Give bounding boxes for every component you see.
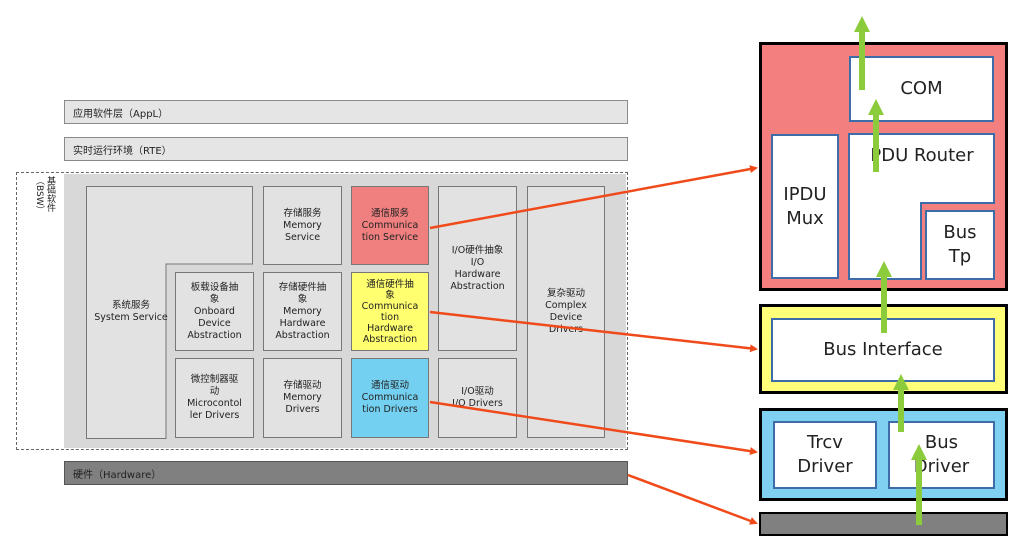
comm-hw-abstraction-cn1: 通信硬件抽 [366, 278, 414, 290]
onboard-abstraction-en3: Abstraction [187, 329, 242, 341]
pdu-router: PDU Router [850, 145, 994, 167]
onboard-abstraction-cn1: 板载设备抽 [190, 281, 239, 293]
rte-layer: 实时运行环境（RTE） [64, 137, 628, 161]
application-layer-label: 应用软件层（AppL） [73, 108, 169, 120]
application-layer: 应用软件层（AppL） [64, 100, 628, 124]
memory-drivers: 存储驱动 Memory Drivers [263, 358, 342, 438]
memory-drivers-cn: 存储驱动 [283, 380, 322, 391]
memory-hw-abstraction-en3: Abstraction [275, 329, 330, 341]
memory-service-en1: Memory [283, 219, 322, 231]
ipdu-mux-label2: Mux [786, 207, 824, 229]
communication-service-cn: 通信服务 [370, 207, 409, 219]
communication-drivers: 通信驱动 Communica tion Drivers [351, 358, 429, 438]
arrow-drivers-to-stack [429, 400, 758, 456]
comm-hw-abstraction-en2: tion [380, 311, 400, 323]
memory-hw-abstraction-en1: Memory [283, 305, 322, 317]
io-drivers-cn: I/O驱动 [461, 386, 494, 397]
com-box: COM [849, 56, 994, 122]
io-hw-abstraction-cn: I/O硬件抽象 [451, 244, 504, 256]
complex-drivers-en3: Drivers [548, 324, 584, 335]
system-service-cn: 系统服务 [111, 300, 150, 311]
comm-hw-abstraction-en3: Hardware [367, 322, 413, 334]
bus-tp-label1: Bus [943, 222, 977, 243]
communication-service-en1: Communica [361, 219, 419, 231]
comm-drivers-en2: tion Drivers [362, 404, 418, 415]
comm-drivers-cn: 通信驱动 [370, 380, 409, 391]
comm-hw-abstraction-cn2: 象 [385, 289, 395, 301]
comm-hw-abstraction-en1: Communica [361, 300, 419, 312]
system-service-shape [86, 186, 253, 439]
mcu-drivers-en1: Microcontol [187, 398, 242, 409]
io-hw-abstraction-en2: Hardware [454, 268, 501, 280]
onboard-abstraction-cn2: 象 [209, 293, 220, 305]
memory-hw-abstraction: 存储硬件抽 象 Memory Hardware Abstraction [263, 272, 342, 351]
hardware-block [759, 512, 1008, 536]
bsw-label-cn: 基础软件 [45, 176, 55, 212]
mcu-drivers-cn1: 微控制器驱 [190, 374, 239, 385]
complex-drivers-en1: Complex [545, 300, 587, 311]
complex-drivers: 复杂驱动 Complex Device Drivers [527, 186, 605, 438]
communication-service: 通信服务 Communica tion Service [351, 186, 429, 265]
memory-drivers-en1: Memory [283, 392, 322, 403]
pdu-router-shape [848, 133, 995, 280]
bus-interface-label: Bus Interface [823, 339, 943, 360]
io-drivers-en: I/O Drivers [452, 398, 503, 409]
onboard-abstraction-en2: Device [198, 317, 231, 329]
communication-service-en2: tion Service [361, 231, 419, 243]
memory-service: 存储服务 Memory Service [263, 186, 342, 265]
onboard-device-abstraction: 板载设备抽 象 Onboard Device Abstraction [175, 272, 254, 351]
bus-driver-label1: Bus [924, 432, 959, 453]
onboard-abstraction-en1: Onboard [194, 305, 235, 317]
comm-hw-abstraction-en4: Abstraction [362, 333, 418, 345]
memory-hw-abstraction-cn1: 存储硬件抽 [278, 281, 327, 293]
arrow-service-to-stack [429, 165, 758, 230]
arrow-hardware-to-stack [627, 473, 758, 525]
memory-drivers-en2: Drivers [285, 404, 320, 415]
arrow-abstraction-to-stack [429, 310, 758, 353]
hardware-layer-label: 硬件（Hardware） [73, 469, 162, 481]
trcv-driver-label1: Trcv [807, 432, 843, 453]
io-hw-abstraction-en3: Abstraction [450, 280, 505, 292]
memory-hw-abstraction-en2: Hardware [279, 317, 326, 329]
bus-driver-label2: Driver [913, 456, 970, 477]
comm-drivers-en1: Communica [361, 392, 419, 403]
bsw-label: 基础软件（BSW） [33, 176, 55, 236]
complex-drivers-en2: Device [549, 312, 583, 323]
system-service-en: System Service [94, 312, 168, 323]
memory-hw-abstraction-cn2: 象 [297, 293, 308, 305]
trcv-driver-label2: Driver [797, 456, 853, 477]
bsw-area [16, 172, 628, 450]
complex-drivers-cn: 复杂驱动 [546, 288, 585, 299]
pdu-router-label: PDU Router [870, 145, 974, 166]
rte-layer-label: 实时运行环境（RTE） [73, 145, 172, 157]
com-label: COM [900, 78, 943, 99]
ipdu-mux-label1: IPDU [783, 183, 827, 205]
hardware-layer: 硬件（Hardware） [64, 461, 628, 485]
communication-hw-abstraction: 通信硬件抽 象 Communica tion Hardware Abstract… [351, 272, 429, 351]
io-drivers: I/O驱动 I/O Drivers [438, 358, 517, 438]
system-service: 系统服务 System Service [86, 300, 176, 324]
mcu-drivers-en2: ler Drivers [189, 410, 240, 421]
mcu-drivers-cn2: 动 [209, 386, 220, 397]
bsw-label-en: （BSW） [34, 176, 44, 215]
memory-service-cn: 存储服务 [283, 207, 322, 219]
io-hw-abstraction-en1: I/O [470, 256, 485, 268]
bus-tp-label2: Tp [948, 246, 972, 267]
memory-service-en2: Service [284, 231, 321, 243]
microcontroller-drivers: 微控制器驱 动 Microcontol ler Drivers [175, 358, 254, 438]
